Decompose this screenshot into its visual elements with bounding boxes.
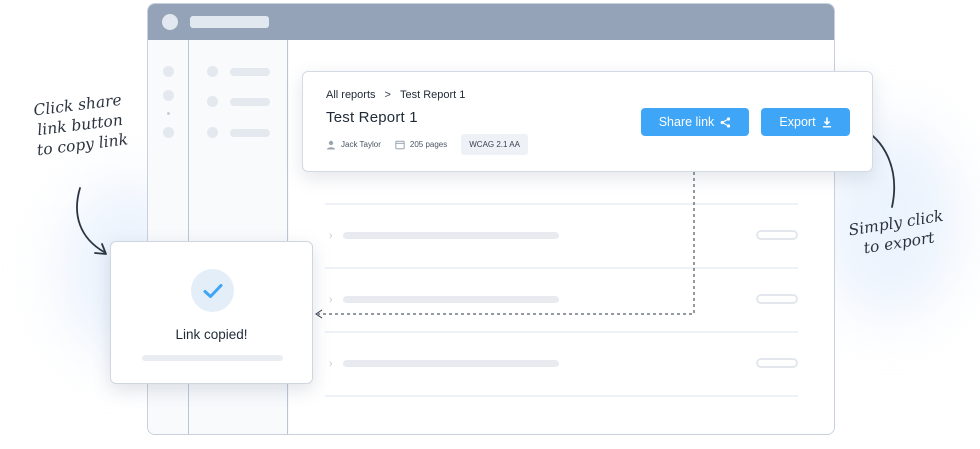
page-count: 205 pages: [409, 140, 448, 149]
toast-message: Link copied!: [175, 327, 248, 342]
breadcrumb-current: Test Report 1: [399, 89, 466, 101]
row-divider: [325, 267, 798, 269]
list-item[interactable]: [343, 296, 559, 303]
toast-progress-bar: [142, 355, 283, 361]
sidebar-item-icon: [207, 96, 218, 107]
list-item-badge: [756, 230, 798, 240]
share-link-button[interactable]: Share link: [641, 108, 749, 136]
rail-item[interactable]: [163, 127, 174, 138]
pages-meta: 205 pages: [395, 140, 447, 150]
window-title-placeholder: [190, 16, 269, 28]
download-icon: [822, 116, 831, 128]
row-divider: [325, 395, 798, 397]
sidebar-item-icon: [207, 127, 218, 138]
row-divider: [325, 203, 798, 205]
breadcrumb-separator: >: [384, 89, 391, 101]
page-title: Test Report 1: [326, 109, 418, 126]
sidebar-item[interactable]: [230, 98, 270, 106]
title-bar: [148, 4, 834, 40]
row-divider: [325, 331, 798, 333]
chevron-right-icon[interactable]: ›: [329, 358, 333, 370]
breadcrumb-parent-link[interactable]: All reports: [326, 89, 376, 101]
document-icon: [395, 140, 405, 149]
author-name: Jack Taylor: [341, 140, 381, 149]
chevron-right-icon[interactable]: ›: [329, 230, 333, 242]
share-link-label: Share link: [658, 115, 715, 129]
export-button[interactable]: Export: [761, 108, 850, 136]
sidebar-item[interactable]: [230, 129, 270, 137]
check-icon: [203, 283, 222, 298]
breadcrumb: All reports > Test Report 1: [326, 89, 465, 101]
report-meta: Jack Taylor 205 pages WCAG 2.1 AA: [326, 134, 528, 155]
link-copied-toast: Link copied!: [110, 241, 313, 384]
dashed-connector: [318, 136, 695, 315]
list-item-badge: [756, 294, 798, 304]
list-item[interactable]: [343, 232, 559, 239]
curved-arrow-left: [76, 187, 105, 253]
rail-item[interactable]: [163, 66, 174, 77]
success-indicator: [191, 269, 234, 312]
rail-indicator: [167, 112, 170, 115]
list-item[interactable]: [343, 360, 559, 367]
curved-arrow-left-head: [94, 243, 107, 255]
author-meta: Jack Taylor: [326, 140, 381, 150]
report-header-card: All reports > Test Report 1 Test Report …: [302, 71, 873, 172]
annotation-share-note: Click share link button to copy link: [32, 90, 129, 160]
user-icon: [327, 140, 335, 149]
share-icon: [720, 116, 731, 128]
window-circle-icon: [162, 14, 178, 30]
chevron-right-icon[interactable]: ›: [329, 294, 333, 306]
wcag-badge: WCAG 2.1 AA: [461, 134, 528, 155]
export-label: Export: [779, 115, 816, 129]
connector-arrowhead: [315, 309, 323, 319]
sidebar-item[interactable]: [230, 68, 270, 76]
list-item-badge: [756, 358, 798, 368]
rail-item[interactable]: [163, 90, 174, 101]
sidebar-item-icon: [207, 66, 218, 77]
